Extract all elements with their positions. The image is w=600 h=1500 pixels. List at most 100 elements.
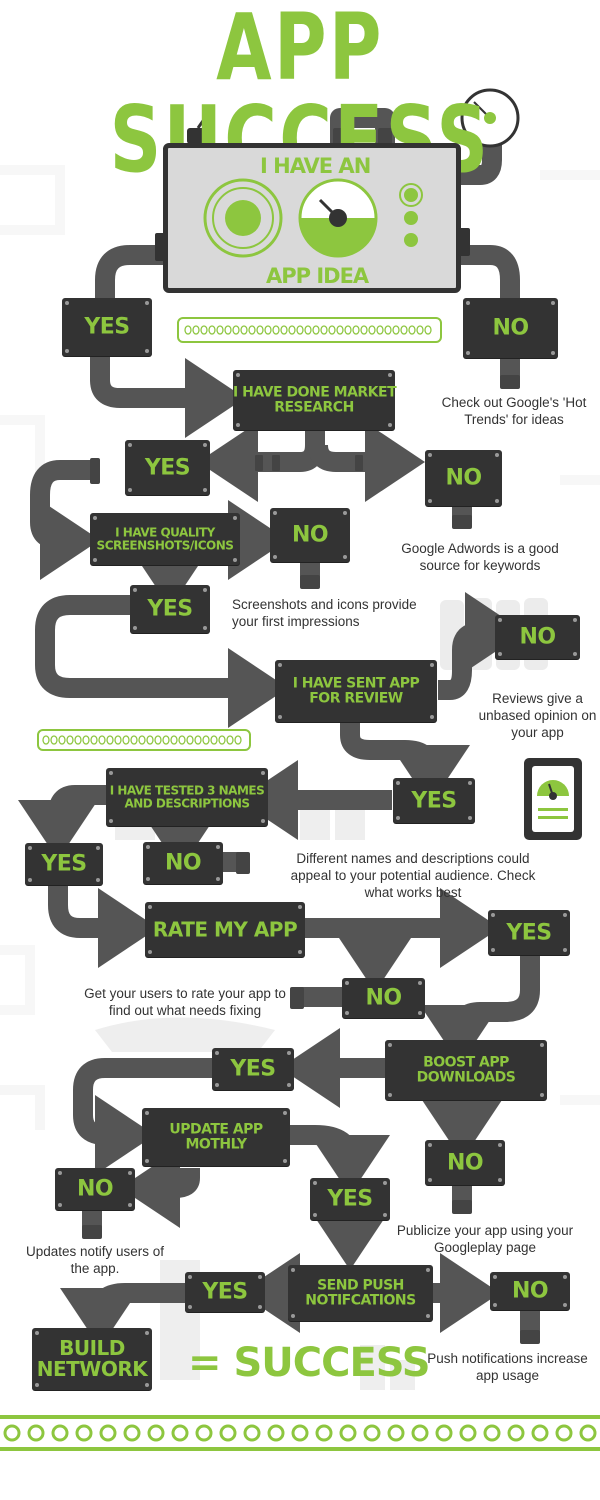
bolt-icon (495, 453, 499, 457)
bolt-icon (145, 1159, 149, 1163)
chain-link (352, 325, 360, 335)
bolt-icon (96, 846, 100, 850)
note-rate: Get your users to rate your app to find … (84, 986, 286, 1018)
bolt-icon (345, 1011, 349, 1015)
no-node-idea: NO (463, 298, 558, 358)
footer-circle (579, 1424, 597, 1442)
chain-link (224, 325, 232, 335)
bolt-icon (298, 950, 302, 954)
chain-link (304, 325, 312, 335)
pipe-research-no (308, 422, 425, 502)
chain-link (288, 325, 296, 335)
bolt-icon (540, 1093, 544, 1097)
bolt-icon (261, 771, 265, 775)
success-label: = SUCCESS (188, 1340, 431, 1386)
bolt-icon (28, 846, 32, 850)
bolt-icon (426, 1314, 430, 1318)
bolt-icon (145, 301, 149, 305)
chain-link (106, 735, 114, 745)
rate-my-app-node: RATE MY APP (145, 902, 305, 957)
yes-node-tested: YES (25, 843, 103, 885)
bolt-icon (498, 1143, 502, 1147)
bolt-icon (573, 652, 577, 656)
gauge-icon (460, 88, 520, 148)
footer-circle (3, 1424, 21, 1442)
bolt-icon (498, 618, 502, 622)
chain-link (226, 735, 234, 745)
bolt-icon (428, 1143, 432, 1147)
note-reviews: Reviews give a unbased opinion on your a… (478, 691, 597, 740)
footer-circle (435, 1424, 453, 1442)
chain-link (384, 325, 392, 335)
bolt-icon (109, 819, 113, 823)
bolt-icon (203, 488, 207, 492)
push-notifications-node: SEND PUSH NOTIFCATIONS (288, 1265, 433, 1321)
bolt-icon (551, 351, 555, 355)
bolt-icon (203, 443, 207, 447)
chain-link (66, 735, 74, 745)
chain-link (202, 735, 210, 745)
yes-node-research: YES (125, 440, 210, 495)
no-node-research: NO (425, 450, 502, 506)
bolt-icon (145, 1111, 149, 1115)
chain-link (296, 325, 304, 335)
bolt-icon (396, 781, 400, 785)
bolt-icon (388, 423, 392, 427)
boost-downloads-node: BOOST APP DOWNLOADS (385, 1040, 547, 1100)
chain-link (234, 735, 242, 745)
footer-circle (27, 1424, 45, 1442)
chain-link (178, 735, 186, 745)
idea-machine: I HAVE AN APP IDEA (163, 143, 461, 293)
footer-circle (507, 1424, 525, 1442)
note-adwords: Google Adwords is a good source for keyw… (401, 541, 559, 573)
bolt-icon (258, 1305, 262, 1309)
no-node-update: NO (55, 1168, 135, 1210)
no-node-review: NO (495, 615, 580, 659)
bolt-icon (65, 301, 69, 305)
bolt-icon (498, 1178, 502, 1182)
bolt-icon (563, 913, 567, 917)
bolt-icon (65, 349, 69, 353)
chain-link (58, 735, 66, 745)
footer-circle (291, 1424, 309, 1442)
bolt-icon (468, 781, 472, 785)
bolt-icon (278, 663, 282, 667)
chain-link (200, 325, 208, 335)
bolt-icon (133, 588, 137, 592)
bolt-icon (396, 816, 400, 820)
pipe-update-no8 (120, 1148, 200, 1228)
chain-link (368, 325, 376, 335)
bolt-icon (35, 1331, 39, 1335)
footer-circle (147, 1424, 165, 1442)
market-research-node: I HAVE DONE MARKET RESEARCH (233, 370, 397, 430)
chain-link (42, 735, 50, 745)
yes-node-idea: YES (62, 298, 152, 356)
bolt-icon (188, 1275, 192, 1279)
footer-decoration (0, 1415, 600, 1451)
bolt-icon (145, 349, 149, 353)
pipe-yes5-rate (48, 885, 158, 968)
pipe-update-yes8 (290, 1125, 390, 1195)
chain-link (312, 325, 320, 335)
footer-circle (51, 1424, 69, 1442)
bolt-icon (466, 301, 470, 305)
bolt-icon (283, 1111, 287, 1115)
chain-link (170, 735, 178, 745)
note-hot-trends: Check out Google's 'Hot Trends' for idea… (441, 395, 587, 427)
machine-left-clamp (155, 233, 167, 261)
chain-link (90, 735, 98, 745)
chain-link (272, 325, 280, 335)
bolt-icon (216, 845, 220, 849)
chain-link (256, 325, 264, 335)
bolt-icon (215, 1083, 219, 1087)
bolt-icon (493, 1275, 497, 1279)
bolt-icon (428, 499, 432, 503)
chain-link (328, 325, 336, 335)
chain-link (408, 325, 416, 335)
footer-circle (555, 1424, 573, 1442)
tested-names-node: I HAVE TESTED 3 NAMES AND DESCRIPTIONS (106, 768, 268, 826)
bolt-icon (148, 905, 152, 909)
bolt-icon (343, 555, 347, 559)
footer-circle (459, 1424, 477, 1442)
